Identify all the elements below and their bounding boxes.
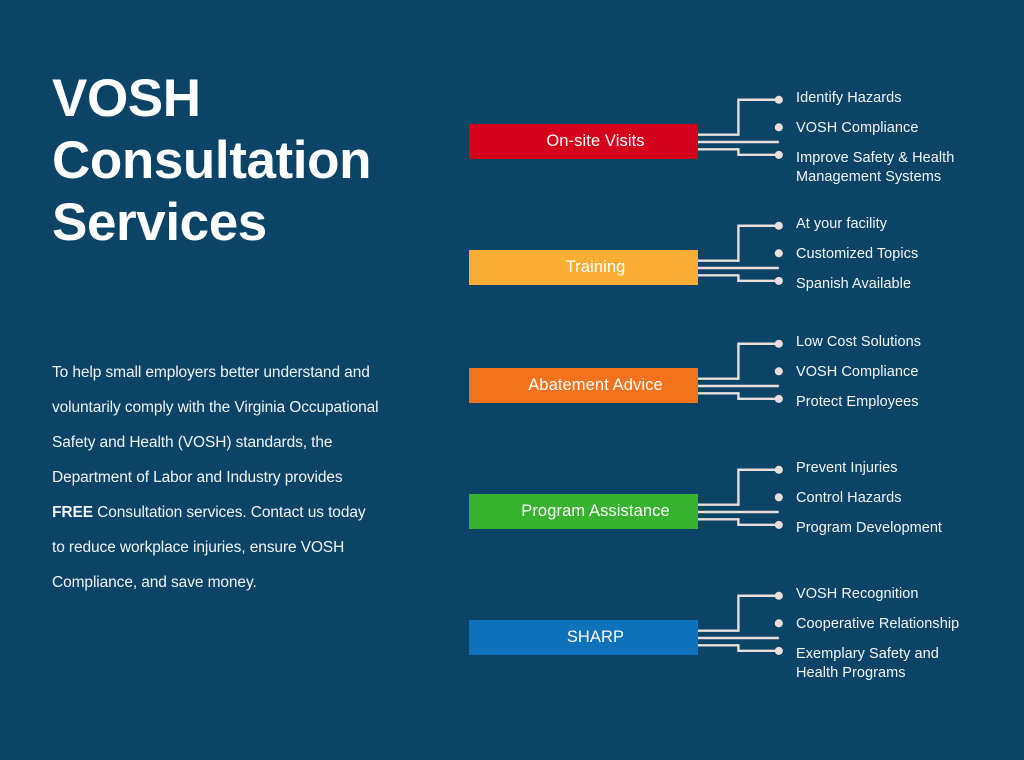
category-bar-label: Abatement Advice — [528, 376, 663, 395]
category-bar-on-site-visits[interactable]: On-site Visits — [469, 124, 698, 159]
bullet-dot — [774, 123, 783, 132]
left-column: VOSH Consultation Services To help small… — [52, 68, 432, 591]
bullet-dot — [774, 394, 783, 403]
bullet-dot — [774, 249, 783, 258]
connector-line — [698, 644, 779, 653]
connector-line — [698, 392, 779, 401]
bullet-dot — [774, 339, 783, 348]
bullet-dot — [774, 150, 783, 159]
bullet-dot — [774, 646, 783, 655]
category-item[interactable]: Spanish Available — [796, 276, 912, 292]
category-item[interactable]: Customized Topics — [796, 246, 919, 262]
body-text-before-free: To help small employers better understan… — [52, 364, 379, 487]
category-item[interactable]: Control Hazards — [796, 490, 902, 506]
body-text-after-free: Consultation services. Contact us today … — [52, 504, 366, 592]
category-item[interactable]: Identify Hazards — [796, 90, 902, 106]
category-item[interactable]: Protect Employees — [796, 394, 919, 410]
connector-lines — [698, 339, 783, 403]
category-bar-label: SHARP — [566, 628, 625, 647]
page-title: VOSH Consultation Services — [52, 69, 372, 252]
category-item[interactable]: Cooperative Relationship — [796, 616, 960, 632]
category-bar-training[interactable]: Training — [469, 250, 698, 285]
connector-line — [698, 98, 779, 136]
bullet-dot — [774, 95, 783, 104]
category-bar-abatement-advice[interactable]: Abatement Advice — [469, 368, 698, 403]
category-bar-sharp[interactable]: SHARP — [469, 620, 698, 655]
category-item[interactable]: Low Cost Solutions — [796, 334, 922, 350]
body-emphasis-free: FREE — [52, 504, 93, 522]
connector-line — [698, 342, 779, 380]
category-item[interactable]: At your facility — [796, 216, 888, 232]
connector-lines — [698, 465, 783, 529]
bullet-dot — [774, 619, 783, 628]
category-item[interactable]: VOSH Compliance — [796, 364, 919, 380]
connector-lines — [698, 95, 783, 159]
category-item[interactable]: VOSH Recognition — [796, 586, 919, 602]
connector-lines — [698, 221, 783, 285]
category-bar-label: Program Assistance — [521, 502, 670, 521]
connector-line — [698, 594, 779, 632]
bullet-dot — [774, 221, 783, 230]
bullet-dot — [774, 367, 783, 376]
body-paragraph: To help small employers better understan… — [52, 320, 382, 600]
bullet-dot — [774, 465, 783, 474]
category-item[interactable]: Exemplary Safety and Health Programs — [796, 646, 939, 682]
category-bar-label: On-site Visits — [546, 132, 645, 151]
connector-line — [698, 518, 779, 527]
category-item[interactable]: Improve Safety & Health Management Syste… — [796, 150, 955, 186]
connector-lines — [698, 591, 783, 655]
category-item[interactable]: Prevent Injuries — [796, 460, 898, 476]
connector-line — [698, 468, 779, 506]
bullet-dot — [774, 591, 783, 600]
category-bar-label: Training — [565, 258, 626, 277]
connector-line — [698, 274, 779, 283]
bullet-dot — [774, 276, 783, 285]
connector-line — [698, 224, 779, 262]
category-item[interactable]: Program Development — [796, 520, 943, 536]
bullet-dot — [774, 520, 783, 529]
connector-line — [698, 148, 779, 157]
category-item[interactable]: VOSH Compliance — [796, 120, 919, 136]
category-bar-program-assistance[interactable]: Program Assistance — [469, 494, 698, 529]
bullet-dot — [774, 493, 783, 502]
